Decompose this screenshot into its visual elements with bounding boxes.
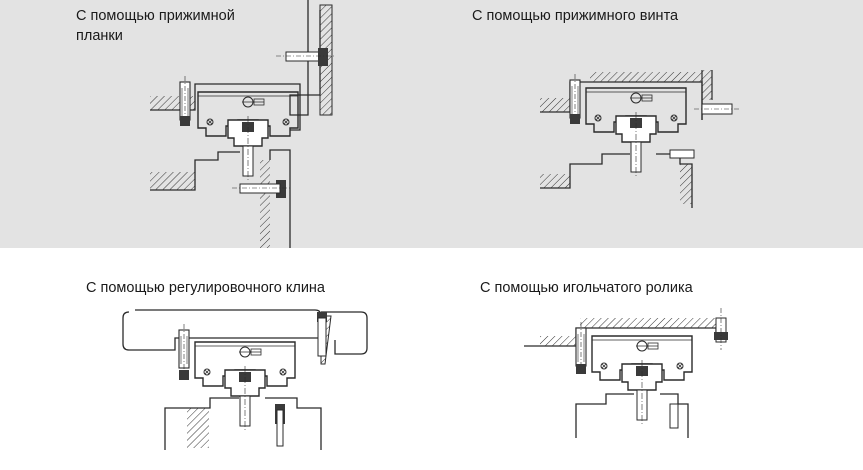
wedge-icon [317, 312, 332, 365]
caption-needle-roller: С помощью игольчатого ролика [480, 280, 693, 296]
hex-cap-screw-icon [569, 73, 581, 125]
base-hatch [150, 172, 195, 190]
needle-roller-icon [714, 308, 728, 350]
rail-icon [615, 111, 657, 179]
pressure-plate-diagram [150, 0, 336, 248]
hex-cap-screw-icon [575, 321, 587, 374]
hex-cap-screw-icon [178, 323, 190, 380]
rail-icon [621, 359, 663, 427]
needle-roller-diagram [524, 308, 728, 438]
top-panel-background [0, 0, 863, 248]
caption-adjusting-wedge: С помощью регулировочного клина [86, 280, 325, 296]
side-screw-icon [275, 404, 285, 447]
left-screw-icon [179, 75, 191, 127]
clamp-plate-icon [232, 149, 291, 248]
rail-icon [224, 365, 266, 433]
set-screw-icon [694, 103, 740, 115]
caption-pressure-screw: С помощью прижимного винта [472, 8, 679, 24]
caption-pressure-plate: С помощью прижимной планки [76, 8, 235, 44]
adjusting-wedge-diagram [122, 309, 368, 450]
hex-cap-screw-icon [276, 48, 336, 66]
pressure-screw-diagram [540, 70, 740, 208]
